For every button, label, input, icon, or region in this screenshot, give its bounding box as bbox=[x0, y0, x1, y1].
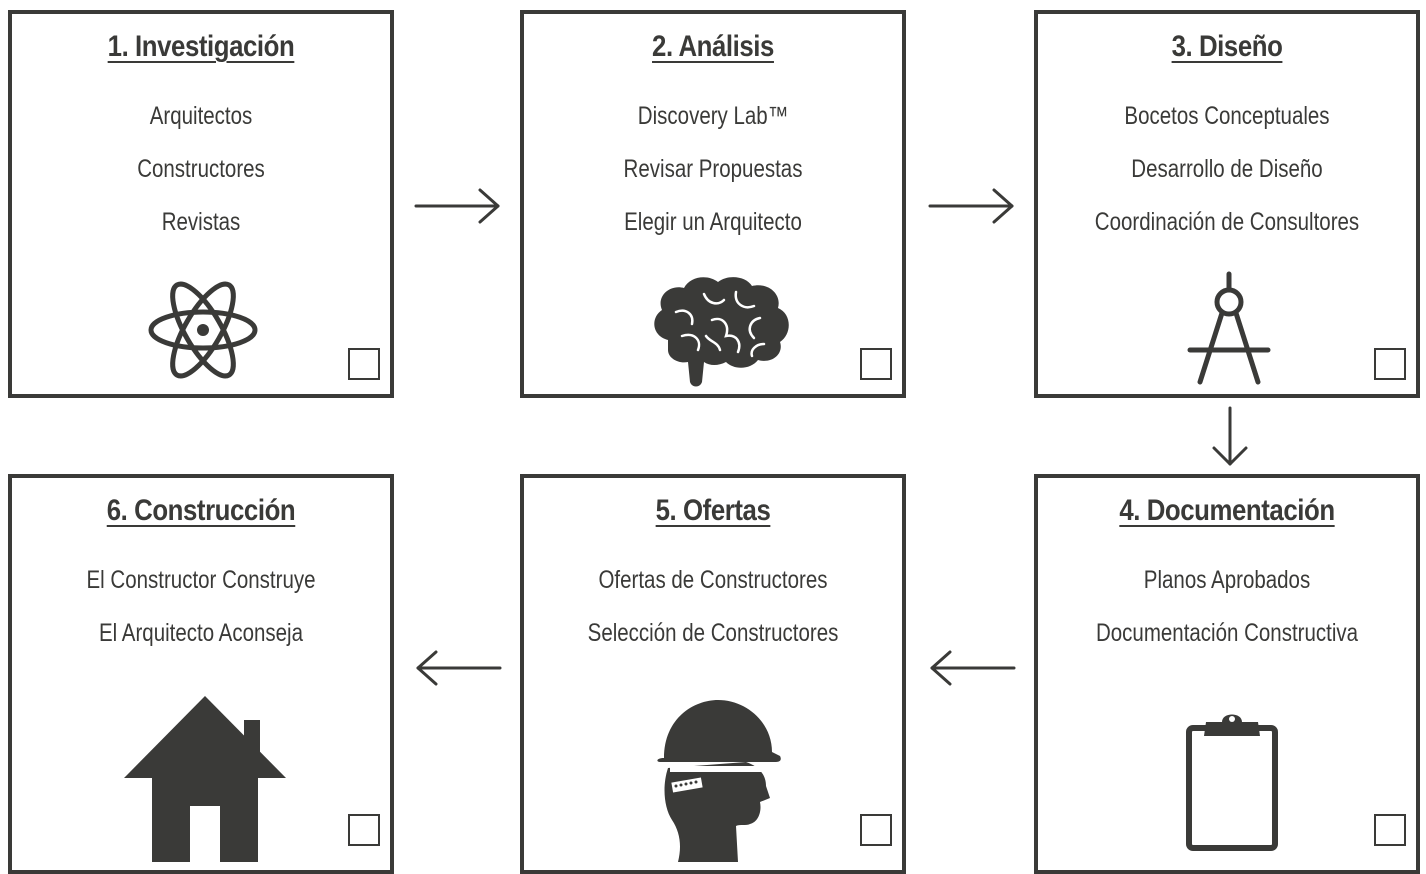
step-item: El Constructor Construye bbox=[86, 566, 316, 594]
step-checkbox[interactable] bbox=[1374, 814, 1406, 846]
step-item: Desarrollo de Diseño bbox=[1131, 155, 1323, 183]
step-item: Revisar Propuestas bbox=[623, 155, 803, 183]
step-box-construccion: 6. Construcción El Constructor Construye… bbox=[8, 474, 394, 874]
step-item: Coordinación de Consultores bbox=[1094, 208, 1360, 236]
step-item: El Arquitecto Aconseja bbox=[98, 619, 304, 647]
step-item: Revistas bbox=[161, 208, 241, 236]
step-checkbox[interactable] bbox=[348, 348, 380, 380]
step-title: 2. Análisis bbox=[652, 30, 774, 63]
step-item: Bocetos Conceptuales bbox=[1124, 102, 1330, 130]
step-checkbox[interactable] bbox=[348, 814, 380, 846]
arrow-right-icon bbox=[414, 188, 500, 224]
step-item: Arquitectos bbox=[149, 102, 253, 130]
drafting-compass-icon bbox=[1187, 271, 1271, 385]
step-title: 5. Ofertas bbox=[655, 494, 771, 527]
arrow-left-icon bbox=[416, 650, 502, 686]
step-box-analisis: 2. Análisis Discovery Lab™ Revisar Propu… bbox=[520, 10, 906, 398]
arrow-right-icon bbox=[928, 188, 1014, 224]
step-checkbox[interactable] bbox=[1374, 348, 1406, 380]
step-item: Selección de Constructores bbox=[587, 619, 839, 647]
step-title: 6. Construcción bbox=[106, 494, 296, 527]
step-title: 4. Documentación bbox=[1119, 494, 1335, 527]
step-checkbox[interactable] bbox=[860, 814, 892, 846]
clipboard-icon bbox=[1186, 714, 1278, 851]
house-icon bbox=[124, 696, 286, 862]
step-items: Bocetos Conceptuales Desarrollo de Diseñ… bbox=[1072, 90, 1382, 249]
step-item: Ofertas de Constructores bbox=[598, 566, 828, 594]
step-checkbox[interactable] bbox=[860, 348, 892, 380]
step-box-documentacion: 4. Documentación Planos Aprobados Docume… bbox=[1034, 474, 1420, 874]
step-box-investigacion: 1. Investigación Arquitectos Constructor… bbox=[8, 10, 394, 398]
step-title: 3. Diseño bbox=[1171, 30, 1283, 63]
step-item: Planos Aprobados bbox=[1143, 566, 1311, 594]
step-items: Arquitectos Constructores Revistas bbox=[46, 90, 356, 249]
arrow-left-icon bbox=[930, 650, 1016, 686]
step-items: Planos Aprobados Documentación Construct… bbox=[1072, 554, 1382, 660]
step-items: Discovery Lab™ Revisar Propuestas Elegir… bbox=[558, 90, 868, 249]
arrow-down-icon bbox=[1212, 406, 1248, 466]
hard-hat-worker-icon bbox=[657, 700, 781, 862]
step-box-diseno: 3. Diseño Bocetos Conceptuales Desarroll… bbox=[1034, 10, 1420, 398]
step-item: Constructores bbox=[137, 155, 265, 183]
atom-icon bbox=[148, 281, 258, 379]
step-items: El Constructor Construye El Arquitecto A… bbox=[46, 554, 356, 660]
step-item: Elegir un Arquitecto bbox=[624, 208, 802, 236]
step-item: Discovery Lab™ bbox=[637, 102, 789, 130]
step-box-ofertas: 5. Ofertas Ofertas de Constructores Sele… bbox=[520, 474, 906, 874]
step-item: Documentación Constructiva bbox=[1095, 619, 1359, 647]
step-items: Ofertas de Constructores Selección de Co… bbox=[558, 554, 868, 660]
step-title: 1. Investigación bbox=[107, 30, 295, 63]
brain-icon bbox=[654, 277, 789, 387]
